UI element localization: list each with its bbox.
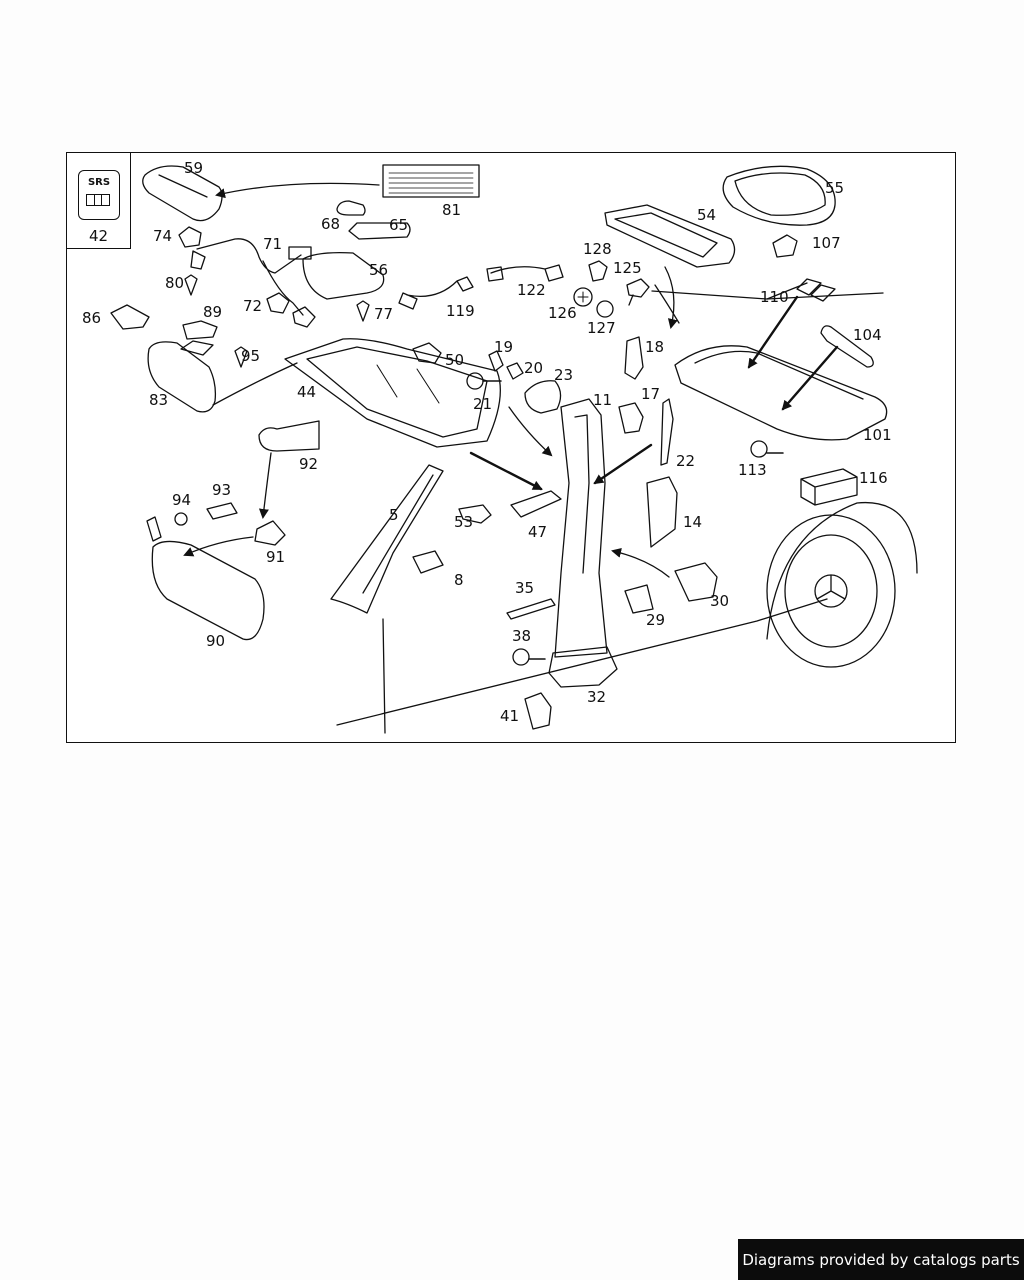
part-label: 21 [473, 395, 493, 413]
part-label: 55 [825, 179, 845, 197]
part-label: 17 [641, 385, 661, 403]
part-label: 122 [517, 281, 546, 299]
belt-guide-14 [646, 476, 678, 548]
part-label: 101 [863, 426, 892, 444]
part-label: 8 [454, 571, 464, 589]
part-label: 95 [241, 347, 261, 365]
grab-handle-104 [820, 325, 874, 368]
part-label: 65 [389, 216, 409, 234]
part-label: 127 [587, 319, 616, 337]
sun-visor-59 [142, 165, 223, 222]
part-label: 35 [515, 579, 535, 597]
part-label: 19 [494, 338, 514, 356]
warning-label-81 [382, 164, 480, 198]
part-label: 72 [243, 297, 263, 315]
part-label: 71 [263, 235, 283, 253]
part-label: 110 [760, 288, 789, 306]
part-label: 14 [683, 513, 703, 531]
part-label: 80 [165, 274, 185, 292]
srs-airbag-icon: SRS [78, 170, 120, 220]
part-label: 92 [299, 455, 319, 473]
part-label: 125 [613, 259, 642, 277]
part-label: 113 [738, 461, 767, 479]
rear-headliner-101 [674, 345, 888, 441]
console-panel-54 [604, 204, 736, 268]
wiring-harness-71 [196, 238, 304, 316]
cable-122 [486, 264, 564, 282]
part-label: 29 [646, 611, 666, 629]
part-label: 23 [554, 366, 574, 384]
interior-mirror-90 [151, 540, 265, 641]
part-label: 59 [184, 159, 204, 177]
front-headliner-44 [284, 338, 501, 448]
part-label: 74 [153, 227, 173, 245]
rear-wheel-arch [766, 501, 918, 640]
part-label: 128 [583, 240, 612, 258]
a-pillar-trim-5 [330, 464, 444, 614]
footer-credit-badge: Diagrams provided by catalogs parts [738, 1239, 1024, 1280]
part-label: 116 [859, 469, 888, 487]
srs-part-number: 42 [88, 227, 109, 245]
srs-legend-box: SRS 42 [67, 153, 131, 249]
part-label: 68 [321, 215, 341, 233]
air-vent-47 [510, 490, 562, 518]
exploded-parts-drawing [110, 164, 918, 734]
part-label: 20 [524, 359, 544, 377]
rear-view-mirror-83 [147, 341, 217, 413]
part-label: 83 [149, 391, 169, 409]
part-label: 30 [710, 592, 730, 610]
part-label: 119 [446, 302, 475, 320]
part-label: 91 [266, 548, 286, 566]
part-label: 22 [676, 452, 696, 470]
part-label: 44 [297, 383, 317, 401]
cable-119 [398, 276, 474, 310]
part-label: 89 [203, 303, 223, 321]
part-label: 54 [697, 206, 717, 224]
trim-cover-23 [524, 380, 562, 414]
part-label: 126 [548, 304, 577, 322]
part-label: 50 [445, 351, 465, 369]
part-label: 56 [369, 261, 389, 279]
part-label: 107 [812, 234, 841, 252]
part-label: 53 [454, 513, 474, 531]
part-label: 47 [528, 523, 548, 541]
part-label: 32 [587, 688, 607, 706]
adhesive-tube-92 [258, 420, 320, 452]
part-label: 81 [442, 201, 462, 219]
srs-badge-text: SRS [87, 177, 111, 188]
part-label: 104 [853, 326, 882, 344]
part-label: 90 [206, 632, 226, 650]
part-label: 18 [645, 338, 665, 356]
b-pillar-trim-11 [554, 398, 608, 658]
part-label: 86 [82, 309, 102, 327]
part-label: 5 [389, 506, 399, 524]
part-label: 93 [212, 481, 232, 499]
part-label: 94 [172, 491, 192, 509]
sun-visor-56 [302, 251, 385, 300]
part-label: 38 [512, 627, 532, 645]
vanity-mirror-frame-55 [722, 165, 836, 226]
part-label: 11 [593, 391, 613, 409]
part-label: 41 [500, 707, 520, 725]
rear-wheel [766, 514, 896, 668]
part-label: 77 [374, 305, 394, 323]
parts-diagram-frame: SRS 42 [66, 152, 956, 743]
